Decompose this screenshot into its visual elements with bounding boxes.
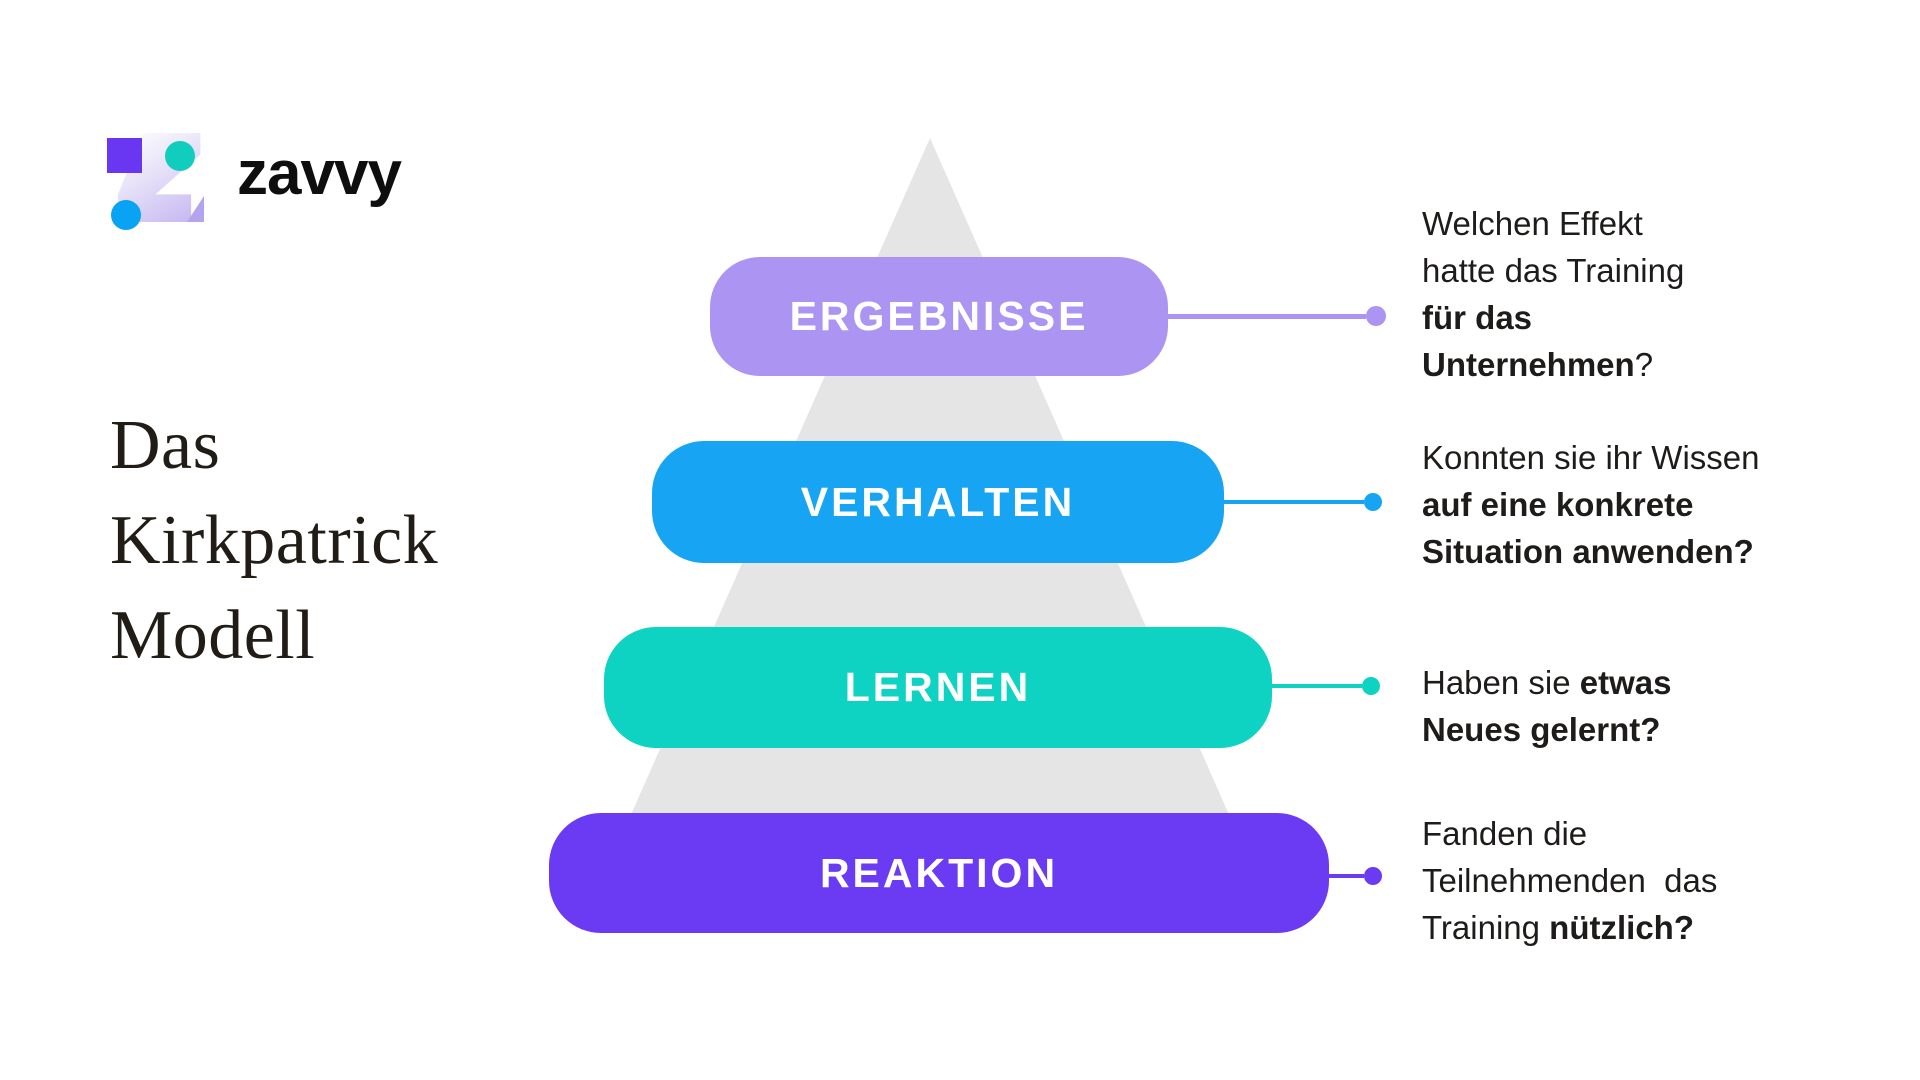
- text-segment: Konnten sie ihr Wissen: [1422, 439, 1760, 476]
- text-segment: für das: [1422, 299, 1533, 336]
- text-segment: Unternehmen: [1422, 346, 1635, 383]
- text-segment: hatte das Training: [1422, 252, 1685, 289]
- connector-dot-lernen: [1362, 677, 1380, 695]
- connector-line-verhalten: [1220, 500, 1364, 504]
- zavvy-wordmark: zavvy: [237, 139, 402, 208]
- annotation-line: Welchen Effekt: [1422, 200, 1684, 247]
- connector-dot-ergebnisse: [1366, 306, 1386, 326]
- text-segment: Training: [1422, 909, 1550, 946]
- annotation-line: Teilnehmenden das: [1422, 857, 1717, 904]
- logo-square: [107, 138, 142, 173]
- annotation-line: Unternehmen?: [1422, 341, 1684, 388]
- pyramid-level-label: LERNEN: [844, 664, 1032, 710]
- text-segment: Welchen Effekt: [1422, 205, 1643, 242]
- connector-dot-reaktion: [1364, 867, 1382, 885]
- text-segment: ?: [1634, 346, 1654, 383]
- annotation-line: Training nützlich?: [1422, 904, 1717, 951]
- pyramid-level-label: VERHALTEN: [800, 478, 1076, 525]
- annotation-line: auf eine konkrete: [1422, 481, 1760, 528]
- text-segment: Teilnehmenden das: [1422, 862, 1718, 899]
- pyramid-level-label: ERGEBNISSE: [789, 293, 1089, 339]
- text-segment: Neues gelernt?: [1422, 711, 1661, 748]
- text-segment: Haben sie: [1422, 664, 1580, 701]
- pyramid-level-verhalten: VERHALTEN: [652, 441, 1224, 563]
- pyramid-level-ergebnisse: ERGEBNISSE: [710, 257, 1168, 376]
- annotation-line: Fanden die: [1422, 810, 1717, 857]
- annotation-line: Situation anwenden?: [1422, 528, 1760, 575]
- title-line: Das: [110, 407, 221, 484]
- page-title: Das Kirkpatrick Modell: [110, 398, 438, 683]
- text-segment: Fanden die: [1422, 815, 1588, 852]
- annotation-ergebnisse: Welchen Effekt hatte das Training für da…: [1422, 200, 1684, 388]
- pyramid-level-reaktion: REAKTION: [549, 813, 1329, 933]
- annotation-lernen: Haben sie etwas Neues gelernt?: [1422, 659, 1671, 753]
- annotation-line: Neues gelernt?: [1422, 706, 1671, 753]
- pyramid-level-lernen: LERNEN: [604, 627, 1272, 748]
- text-segment: nützlich?: [1549, 909, 1694, 946]
- annotation-line: Haben sie etwas: [1422, 659, 1671, 706]
- title-line: Kirkpatrick: [110, 502, 439, 579]
- connector-line-ergebnisse: [1166, 314, 1366, 319]
- logo-blue-circle: [111, 200, 141, 230]
- text-segment: Situation anwenden?: [1422, 533, 1754, 570]
- annotation-line: für das: [1422, 294, 1684, 341]
- annotation-reaktion: Fanden die Teilnehmenden das Training nü…: [1422, 810, 1717, 951]
- connector-line-lernen: [1269, 684, 1362, 688]
- text-segment: etwas: [1579, 664, 1672, 701]
- connector-dot-verhalten: [1364, 493, 1382, 511]
- title-line: Modell: [110, 597, 316, 674]
- annotation-line: hatte das Training: [1422, 247, 1684, 294]
- annotation-verhalten: Konnten sie ihr Wissen auf eine konkrete…: [1422, 434, 1760, 575]
- connector-line-reaktion: [1325, 874, 1364, 878]
- annotation-line: Konnten sie ihr Wissen: [1422, 434, 1760, 481]
- pyramid-level-label: REAKTION: [819, 849, 1059, 896]
- text-segment: auf eine konkrete: [1422, 486, 1694, 523]
- logo-teal-circle: [165, 141, 195, 171]
